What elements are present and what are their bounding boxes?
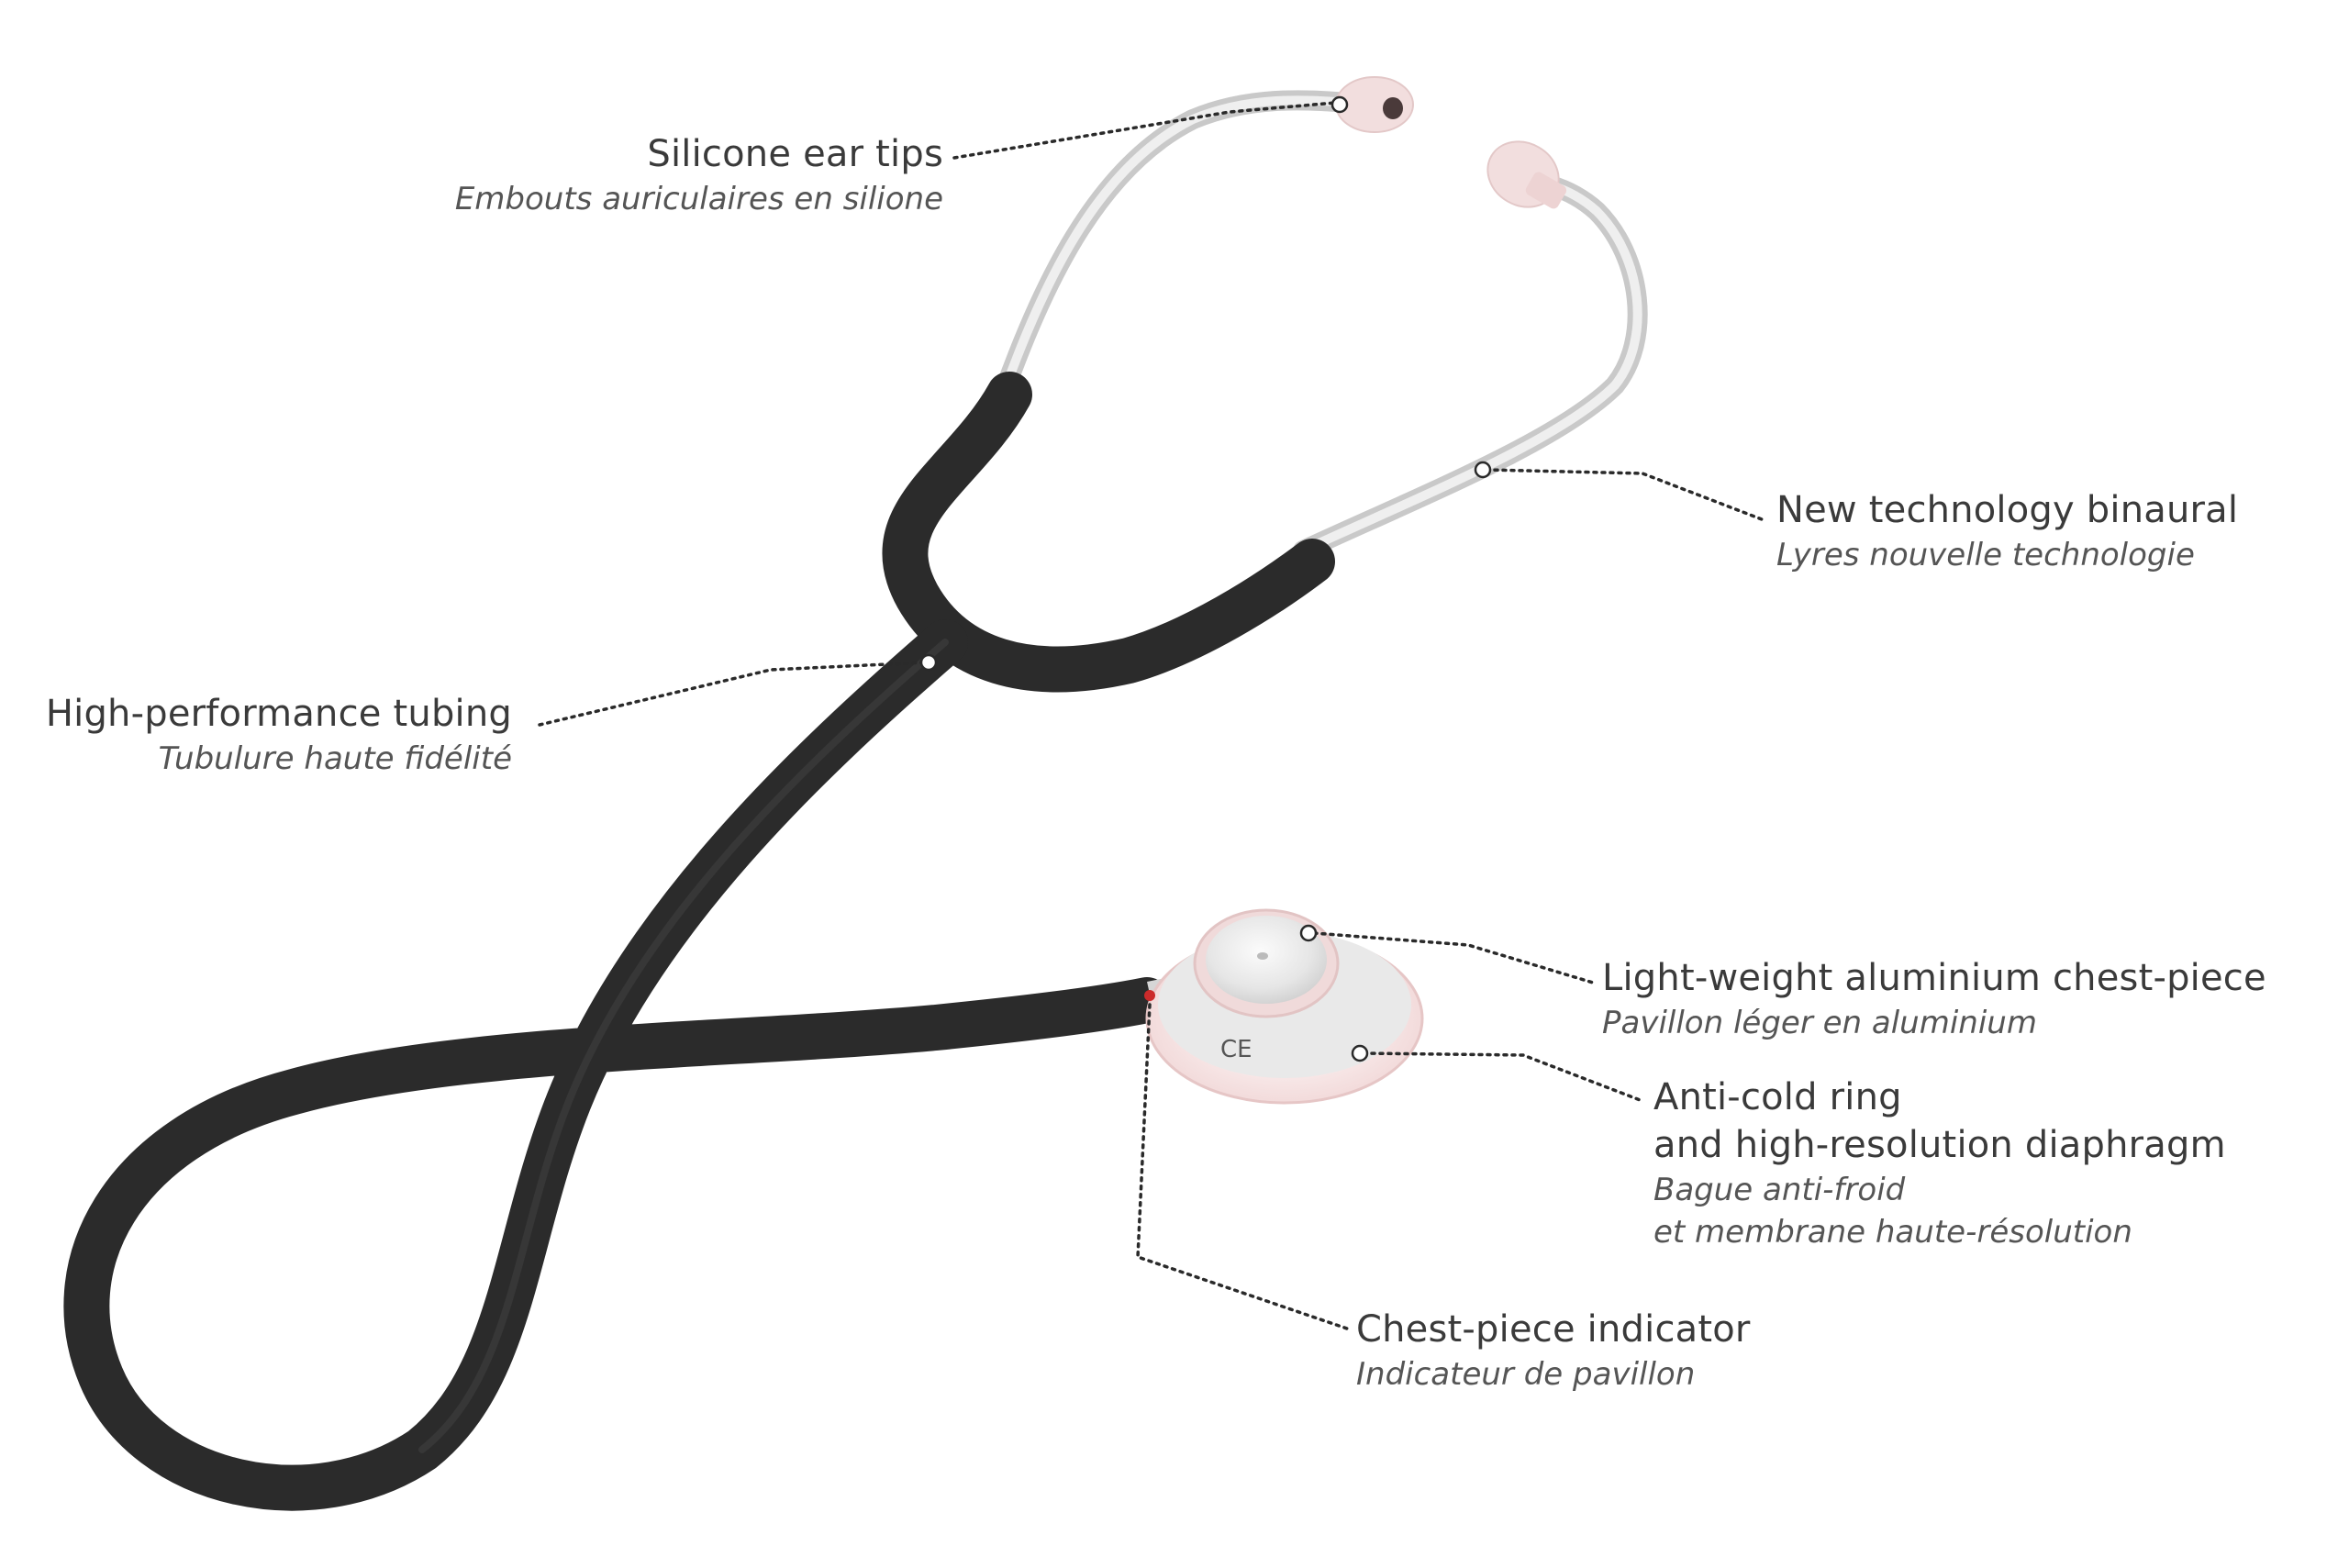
leader-anti-cold: [1362, 1051, 1644, 1103]
callout-anti-cold-fr-2: et membrane haute-résolution: [1653, 1214, 2132, 1251]
target-tubing: [919, 653, 938, 672]
tubing-sheen: [418, 639, 949, 1453]
target-chest-piece: [1299, 924, 1318, 942]
left-ear-tip: [1335, 76, 1414, 133]
binaural-right-tube-highlight: [1298, 181, 1642, 555]
binaural-left-tube: [995, 90, 1359, 400]
callout-indicator-en: Chest-piece indicator: [1356, 1308, 1751, 1351]
callout-anti-cold: Anti-cold ring and high-resolution diaph…: [1653, 1073, 2226, 1253]
callout-indicator: Chest-piece indicator Indicateur de pavi…: [1356, 1306, 1751, 1396]
callout-tubing-fr: Tubulure haute fidélité: [158, 740, 512, 777]
target-ear-tips: [1330, 95, 1349, 114]
binaural-right-tube: [1293, 175, 1648, 561]
callout-indicator-fr: Indicateur de pavillon: [1356, 1356, 1696, 1393]
callout-binaural-fr: Lyres nouvelle technologie: [1776, 537, 2195, 573]
callout-anti-cold-en-2: and high-resolution diaphragm: [1653, 1124, 2226, 1166]
indicator-dot: [1144, 990, 1155, 1001]
callout-tubing-en: High-performance tubing: [45, 693, 512, 735]
ce-marking: CE: [1220, 1036, 1252, 1063]
callout-binaural-en: New technology binaural: [1776, 489, 2239, 531]
leader-tubing: [538, 661, 927, 727]
callout-anti-cold-en-1: Anti-cold ring: [1653, 1076, 1902, 1118]
chest-piece: CE: [1144, 908, 1424, 1105]
callout-chest-piece-en: Light-weight aluminium chest-piece: [1602, 957, 2266, 999]
leader-binaural: [1485, 468, 1764, 521]
callout-binaural: New technology binaural Lyres nouvelle t…: [1776, 486, 2238, 576]
tubing-upper-yoke: [882, 372, 1335, 693]
leader-chest-piece: [1312, 931, 1595, 984]
binaural-left-tube-highlight: [1000, 95, 1353, 395]
callout-ear-tips: Silicone ear tips Embouts auriculaires e…: [455, 130, 943, 220]
callout-anti-cold-fr-1: Bague anti-froid: [1653, 1172, 1906, 1208]
callout-chest-piece: Light-weight aluminium chest-piece Pavil…: [1602, 954, 2266, 1044]
leader-indicator: [1136, 1003, 1349, 1330]
target-binaural: [1474, 461, 1492, 479]
callout-chest-piece-fr: Pavillon léger en aluminium: [1602, 1005, 2037, 1041]
target-anti-cold: [1351, 1044, 1369, 1062]
callout-tubing: High-performance tubing Tubulure haute f…: [46, 690, 512, 780]
callout-ear-tips-en: Silicone ear tips: [647, 133, 943, 175]
right-ear-tip: [1486, 140, 1567, 209]
leader-ear-tips: [952, 101, 1337, 160]
callout-ear-tips-fr: Embouts auriculaires en silione: [454, 181, 943, 217]
